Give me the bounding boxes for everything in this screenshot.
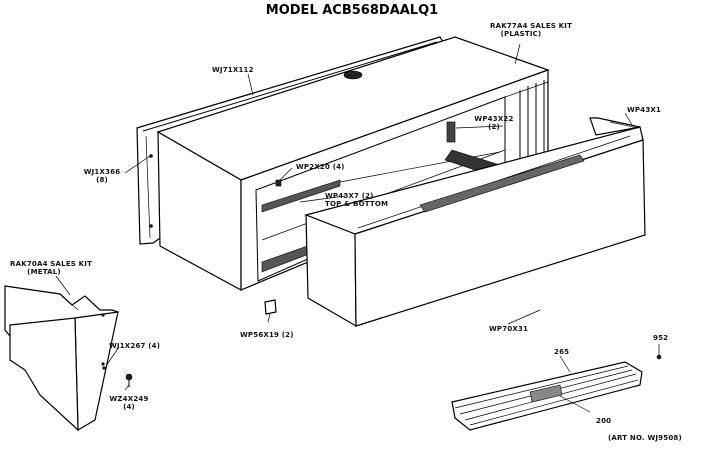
- label-wp43x7-name: WP43X7 (2): [325, 192, 374, 200]
- label-265: 265: [554, 348, 570, 356]
- label-wp70x31: WP70X31: [489, 325, 529, 333]
- label-wj1x366: WJ1X366 (8): [80, 168, 124, 184]
- label-rak70a4-name: RAK70A4 SALES KIT: [10, 260, 93, 268]
- label-wj1x366-qty: (8): [96, 176, 108, 184]
- label-wp56x19: WP56X19 (2): [240, 331, 294, 339]
- side-bracket-metal: [4, 285, 120, 432]
- grille-assembly: [451, 355, 643, 431]
- label-wp43x22-qty: (2): [488, 123, 500, 131]
- label-wj1x366-name: WJ1X366: [83, 168, 121, 176]
- label-952: 952: [653, 334, 669, 342]
- label-art-number: (ART NO. WJ9508): [608, 434, 682, 442]
- label-wz4x249-qty: (4): [123, 403, 135, 411]
- label-wz4x249-name: WZ4X249: [109, 395, 149, 403]
- label-wp43x7: WP43X7 (2) TOP & BOTTOM: [325, 192, 388, 208]
- label-rak70a4: RAK70A4 SALES KIT (METAL): [10, 260, 93, 276]
- label-wz4x249: WZ4X249 (4): [109, 395, 149, 411]
- label-wj1x267: WJ1X267 (4): [109, 342, 161, 350]
- front-panel: [304, 117, 646, 328]
- label-wp43x22-name: WP43X22: [474, 115, 514, 123]
- label-rak70a4-sub: (METAL): [27, 268, 61, 276]
- label-rak77a4: RAK77A4 SALES KIT (PLASTIC): [490, 22, 573, 38]
- label-wp43x7-sub: TOP & BOTTOM: [325, 200, 389, 208]
- label-rak77a4-name: RAK77A4 SALES KIT: [490, 22, 573, 30]
- label-wp43x1: WP43X1: [627, 106, 662, 114]
- label-wj71x112: WJ71X112: [212, 66, 254, 74]
- label-rak77a4-sub: (PLASTIC): [500, 30, 542, 38]
- label-200: 200: [596, 417, 612, 425]
- label-wp2x20: WP2X20 (4): [296, 163, 345, 171]
- leader-lines: [55, 43, 633, 391]
- diagram-title: MODEL ACB568DAALQ1: [265, 3, 439, 18]
- small-fasteners: [125, 299, 662, 387]
- label-wp43x22: WP43X22 (2): [474, 115, 514, 131]
